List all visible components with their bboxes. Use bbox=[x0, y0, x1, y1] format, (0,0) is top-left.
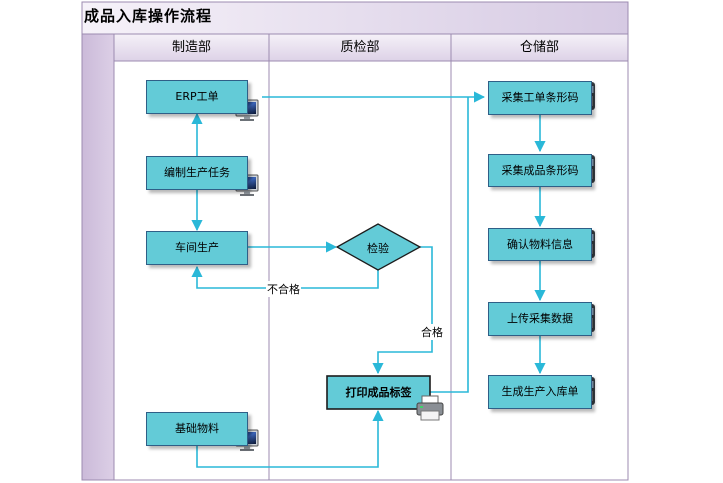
node-scan-order-barcode: 采集工单条形码 bbox=[488, 81, 592, 115]
node-print-label: 打印成品标签 bbox=[345, 386, 412, 399]
edge-material-to-print bbox=[196, 409, 384, 468]
lane-header-warehouse: 仓储部 bbox=[519, 40, 559, 55]
inspection-diamond bbox=[335, 223, 422, 271]
lane-header-manufacturing: 制造部 bbox=[171, 40, 211, 55]
edge-label-fail: 不合格 bbox=[266, 281, 301, 297]
node-plan-task: 编制生产任务 bbox=[146, 156, 248, 190]
edge-print-to-scan bbox=[430, 97, 469, 393]
edge-label-pass: 合格 bbox=[420, 324, 444, 340]
node-base-material: 基础物料 bbox=[146, 412, 248, 446]
node-create-receipt: 生成生产入库单 bbox=[488, 375, 592, 409]
node-upload-data: 上传采集数据 bbox=[488, 302, 592, 336]
connectors bbox=[191, 91, 546, 468]
node-workshop: 车间生产 bbox=[146, 231, 248, 265]
lane-header-quality: 质检部 bbox=[340, 40, 380, 55]
node-inspection-label: 检验 bbox=[367, 242, 389, 255]
print-label-box bbox=[326, 375, 431, 410]
node-erp-order: ERP工单 bbox=[146, 80, 248, 114]
lane-header-row bbox=[113, 33, 629, 62]
side-band bbox=[81, 33, 115, 481]
title-bar bbox=[81, 1, 629, 35]
node-confirm-material: 确认物料信息 bbox=[488, 228, 592, 261]
edge-inspection-pass bbox=[372, 246, 433, 375]
printer-icon bbox=[416, 395, 444, 421]
node-scan-product-barcode: 采集成品条形码 bbox=[488, 154, 592, 187]
page-title: 成品入库操作流程 bbox=[84, 7, 213, 25]
